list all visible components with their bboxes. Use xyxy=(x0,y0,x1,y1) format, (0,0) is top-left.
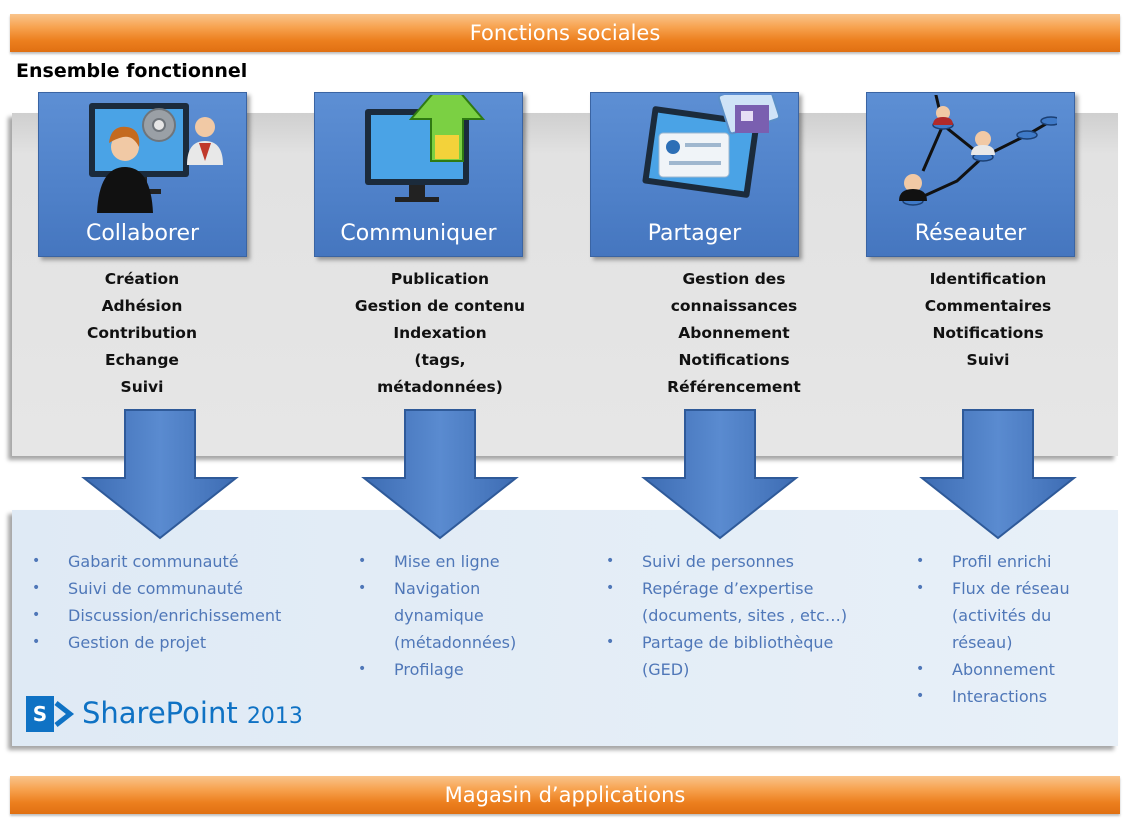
feature-item: Indexation xyxy=(393,324,487,342)
list-item: Abonnement xyxy=(916,656,1070,683)
feature-item: connaissances xyxy=(670,297,798,315)
list-item: Gabarit communauté xyxy=(32,548,281,575)
down-arrow-icon xyxy=(361,409,519,540)
tile-collaborer: Collaborer xyxy=(38,92,247,257)
list-item: Profil enrichi xyxy=(916,548,1070,575)
feature-item: Identification xyxy=(929,270,1047,288)
sharepoint-logo-text: SharePoint 2013 xyxy=(82,696,303,730)
feature-item: Commentaires xyxy=(924,297,1052,315)
chevron-right-icon xyxy=(54,701,75,727)
section-label: Ensemble fonctionnel xyxy=(16,60,248,82)
share-monitor-icon xyxy=(642,95,781,198)
tile-label-reseauter: Réseauter xyxy=(914,221,1027,246)
feature-item: Adhésion xyxy=(101,297,183,315)
features-partager: Gestion des connaissances Abonnement Not… xyxy=(614,266,854,401)
functions-header-bar: Fonctions sociales xyxy=(10,14,1120,52)
feature-item: Contribution xyxy=(87,324,197,342)
bullets-collaborer: Gabarit communauté Suivi de communauté D… xyxy=(32,548,281,656)
down-arrow-icon xyxy=(919,409,1077,540)
list-item: réseau) xyxy=(952,633,1013,652)
feature-item: Gestion des xyxy=(682,270,786,288)
list-item: Suivi de personnes xyxy=(606,548,847,575)
list-item: (documents, sites , etc…) xyxy=(642,606,848,625)
feature-item: Publication xyxy=(390,270,490,288)
feature-item: Abonnement xyxy=(678,324,790,342)
feature-item: (tags, xyxy=(414,351,466,369)
list-item: (GED) xyxy=(642,660,690,679)
feature-item: métadonnées) xyxy=(377,378,503,396)
bullets-communiquer: Mise en ligne Navigation dynamique (méta… xyxy=(358,548,516,683)
list-item: Interactions xyxy=(916,683,1070,710)
list-item: Navigation xyxy=(358,575,516,602)
list-item: Repérage d’expertise xyxy=(606,575,847,602)
features-collaborer: Création Adhésion Contribution Echange S… xyxy=(22,266,262,401)
down-arrow-icon xyxy=(81,409,239,540)
features-reseauter: Identification Commentaires Notification… xyxy=(868,266,1108,374)
list-item: Mise en ligne xyxy=(358,548,516,575)
publish-monitor-icon xyxy=(365,95,486,202)
list-item: Profilage xyxy=(358,656,516,683)
feature-item: Gestion de contenu xyxy=(354,297,526,315)
feature-item: Création xyxy=(104,270,180,288)
sharepoint-logo-version: 2013 xyxy=(246,704,303,729)
tile-label-collaborer: Collaborer xyxy=(85,221,200,246)
tile-label-partager: Partager xyxy=(647,221,742,246)
tile-partager: Partager xyxy=(590,92,799,257)
feature-item: Suivi xyxy=(120,378,164,396)
collaboration-icon xyxy=(89,103,223,213)
feature-item: Référencement xyxy=(667,378,801,396)
feature-item: Notifications xyxy=(932,324,1044,342)
features-communiquer: Publication Gestion de contenu Indexatio… xyxy=(320,266,560,401)
tile-communiquer: Communiquer xyxy=(314,92,523,257)
sharepoint-logo-name: SharePoint xyxy=(82,696,238,730)
down-arrow-icon xyxy=(641,409,799,540)
app-store-footer-bar: Magasin d’applications xyxy=(10,776,1120,814)
tile-label-communiquer: Communiquer xyxy=(340,221,497,246)
sharepoint-logo-mark: S xyxy=(26,696,54,732)
list-item: Partage de bibliothèque xyxy=(606,629,847,656)
bullets-partager: Suivi de personnes Repérage d’expertise … xyxy=(606,548,847,683)
list-item: dynamique xyxy=(394,606,484,625)
feature-item: Notifications xyxy=(678,351,790,369)
list-item: (activités du xyxy=(952,606,1052,625)
list-item: (métadonnées) xyxy=(394,633,517,652)
list-item: Flux de réseau xyxy=(916,575,1070,602)
feature-item: Echange xyxy=(105,351,179,369)
header-title: Fonctions sociales xyxy=(469,21,661,45)
footer-title: Magasin d’applications xyxy=(444,783,686,807)
list-item: Gestion de projet xyxy=(32,629,281,656)
tile-reseauter: Réseauter xyxy=(866,92,1075,257)
bullets-reseauter: Profil enrichi Flux de réseau (activités… xyxy=(916,548,1070,710)
list-item: Suivi de communauté xyxy=(32,575,281,602)
list-item: Discussion/enrichissement xyxy=(32,602,281,629)
feature-item: Suivi xyxy=(966,351,1010,369)
network-icon xyxy=(899,95,1057,206)
